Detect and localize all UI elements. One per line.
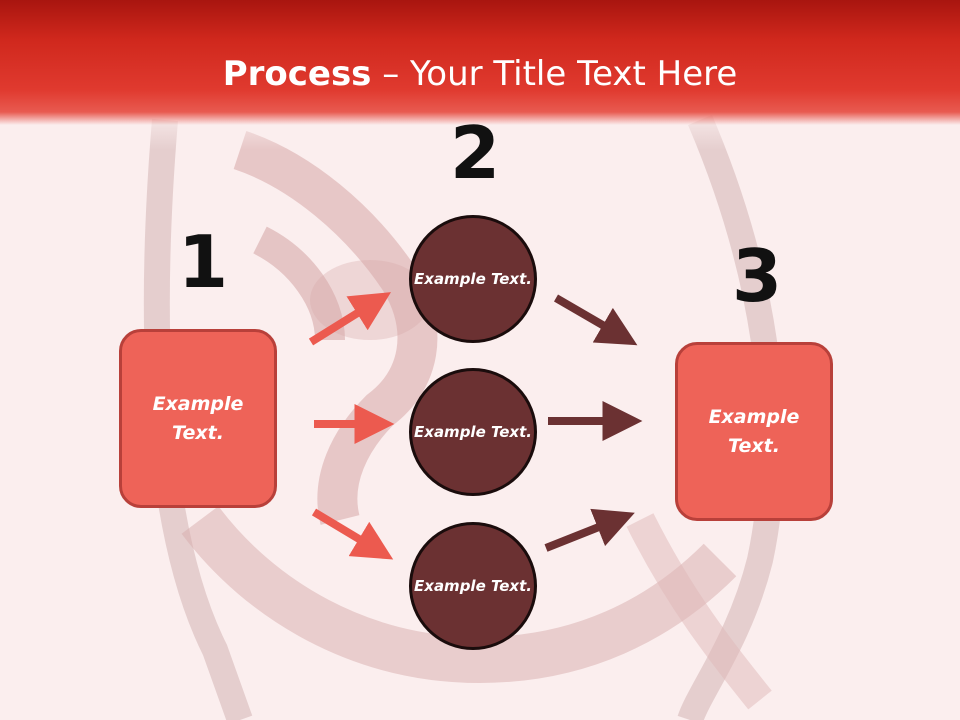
arrow-1-to-top bbox=[308, 292, 392, 346]
step-3-box[interactable]: Example Text. bbox=[675, 342, 833, 521]
step-2-circle-bottom[interactable]: Example Text. bbox=[409, 522, 537, 650]
title-rest-text: – Your Title Text Here bbox=[371, 54, 738, 94]
step-2-number: 2 bbox=[450, 111, 501, 195]
arrow-1-to-bottom bbox=[311, 508, 394, 560]
arrow-top-to-3 bbox=[553, 294, 638, 346]
step-2-circle-top[interactable]: Example Text. bbox=[409, 215, 537, 343]
arrow-bottom-to-3 bbox=[544, 508, 635, 552]
step-1-number: 1 bbox=[178, 220, 229, 304]
step-3-number: 3 bbox=[732, 234, 783, 318]
title-bar bbox=[0, 0, 960, 150]
step-1-box[interactable]: Example Text. bbox=[119, 329, 277, 508]
slide-title[interactable]: Process – Your Title Text Here bbox=[0, 52, 960, 96]
title-bold-text: Process bbox=[222, 54, 372, 94]
step-2-circle-middle[interactable]: Example Text. bbox=[409, 368, 537, 496]
